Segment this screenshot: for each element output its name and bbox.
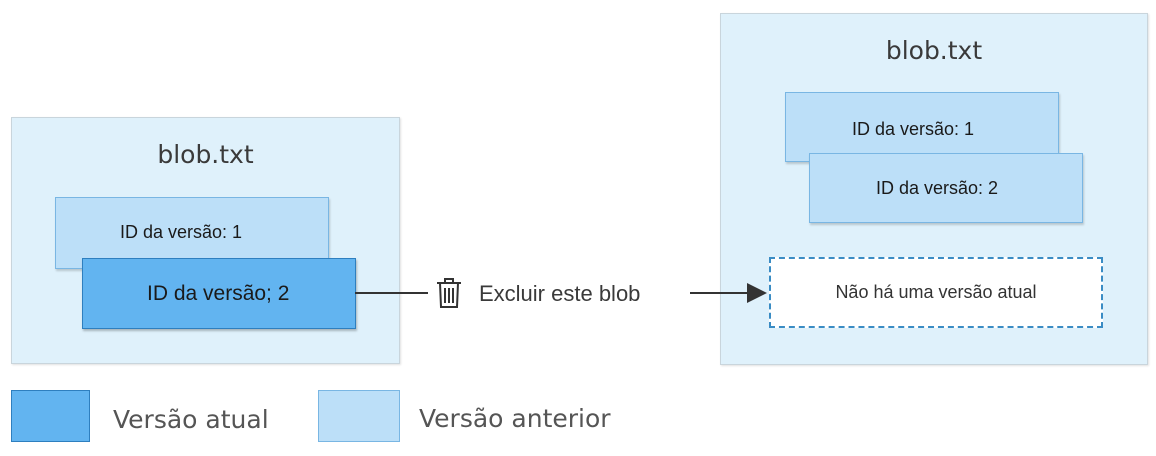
legend-current-label: Versão atual	[113, 405, 269, 434]
trash-icon	[437, 278, 461, 308]
legend-current-swatch	[11, 390, 90, 442]
left-current-version-box: ID da versão; 2	[82, 258, 356, 329]
right-blob-container: blob.txt ID da versão: 1 ID da versão: 2…	[720, 13, 1148, 365]
right-version-2-label: ID da versão: 2	[876, 177, 999, 198]
no-current-version-label: Não há uma versão atual	[835, 282, 1037, 302]
legend-previous-swatch	[318, 390, 400, 442]
right-version-1-label: ID da versão: 1	[852, 119, 975, 139]
delete-blob-label: Excluir este blob	[479, 281, 641, 306]
left-current-version-label: ID da versão; 2	[147, 281, 290, 305]
no-current-version-box: Não há uma versão atual	[769, 257, 1103, 328]
right-blob-title: blob.txt	[885, 36, 983, 65]
left-blob-container: blob.txt ID da versão: 1 ID da versão; 2	[11, 117, 400, 364]
left-blob-title: blob.txt	[157, 140, 254, 169]
left-previous-version-label: ID da versão: 1	[120, 222, 243, 242]
right-version-2-box: ID da versão: 2	[809, 153, 1083, 223]
legend-previous-label: Versão anterior	[419, 404, 611, 433]
